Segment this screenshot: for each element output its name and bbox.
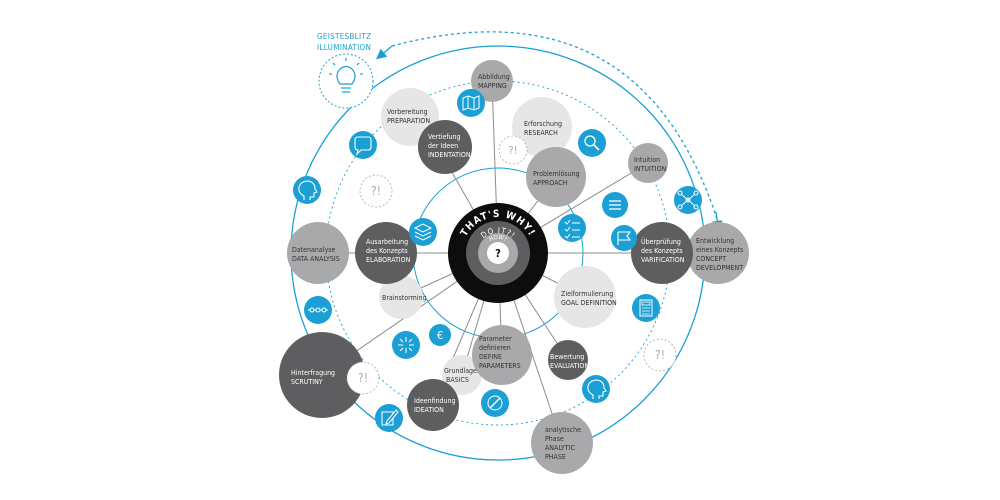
svg-text:€: € bbox=[437, 329, 443, 342]
head-brain-icon bbox=[293, 176, 321, 204]
arc-arrow-left bbox=[376, 45, 393, 60]
question-mark-2: ?! bbox=[359, 174, 393, 208]
illumination-line1: GEISTESBLITZ bbox=[317, 32, 371, 41]
question-marks: ?! ?! ?! ?! bbox=[346, 135, 677, 395]
center-ring3-label: HOW? bbox=[488, 234, 508, 243]
network-icon bbox=[674, 186, 702, 214]
checklist-icon bbox=[558, 214, 586, 242]
list-icon bbox=[602, 192, 628, 218]
center-core bbox=[487, 242, 509, 264]
node-brainstorming: Brainstorming bbox=[379, 275, 426, 319]
map-icon bbox=[457, 89, 485, 117]
euro-icon: € bbox=[429, 324, 451, 346]
illumination-line2: ILLUMINATION bbox=[317, 43, 371, 52]
svg-text:?!: ?! bbox=[358, 371, 368, 385]
edit-icon bbox=[375, 404, 403, 432]
brain-head-icon bbox=[582, 375, 610, 403]
svg-text:?!: ?! bbox=[508, 144, 517, 157]
lightbulb-icon bbox=[329, 58, 363, 93]
question-mark-1: ?! bbox=[498, 135, 528, 165]
icons: € bbox=[293, 89, 702, 432]
illumination-circle bbox=[318, 53, 374, 109]
center-question: ? bbox=[495, 247, 501, 260]
question-mark-4: ?! bbox=[643, 338, 677, 372]
link-chain-icon bbox=[304, 296, 332, 324]
calculator-icon bbox=[632, 294, 660, 322]
stack-icon bbox=[409, 218, 437, 246]
svg-text:?!: ?! bbox=[371, 184, 381, 198]
flag-icon bbox=[611, 225, 637, 251]
question-mark-3: ?! bbox=[346, 361, 380, 395]
compass-icon bbox=[481, 389, 509, 417]
speech-bubble-icon bbox=[349, 131, 377, 159]
illumination-arc bbox=[391, 31, 719, 223]
illumination: GEISTESBLITZ ILLUMINATION bbox=[317, 32, 374, 109]
search-icon bbox=[578, 129, 606, 157]
center-target: THAT'S WHY! DO IT?! HOW? ? bbox=[448, 203, 548, 303]
svg-text:?!: ?! bbox=[655, 348, 665, 362]
svg-text:Brainstorming: Brainstorming bbox=[382, 294, 426, 302]
arrows-converge-icon bbox=[392, 331, 420, 359]
